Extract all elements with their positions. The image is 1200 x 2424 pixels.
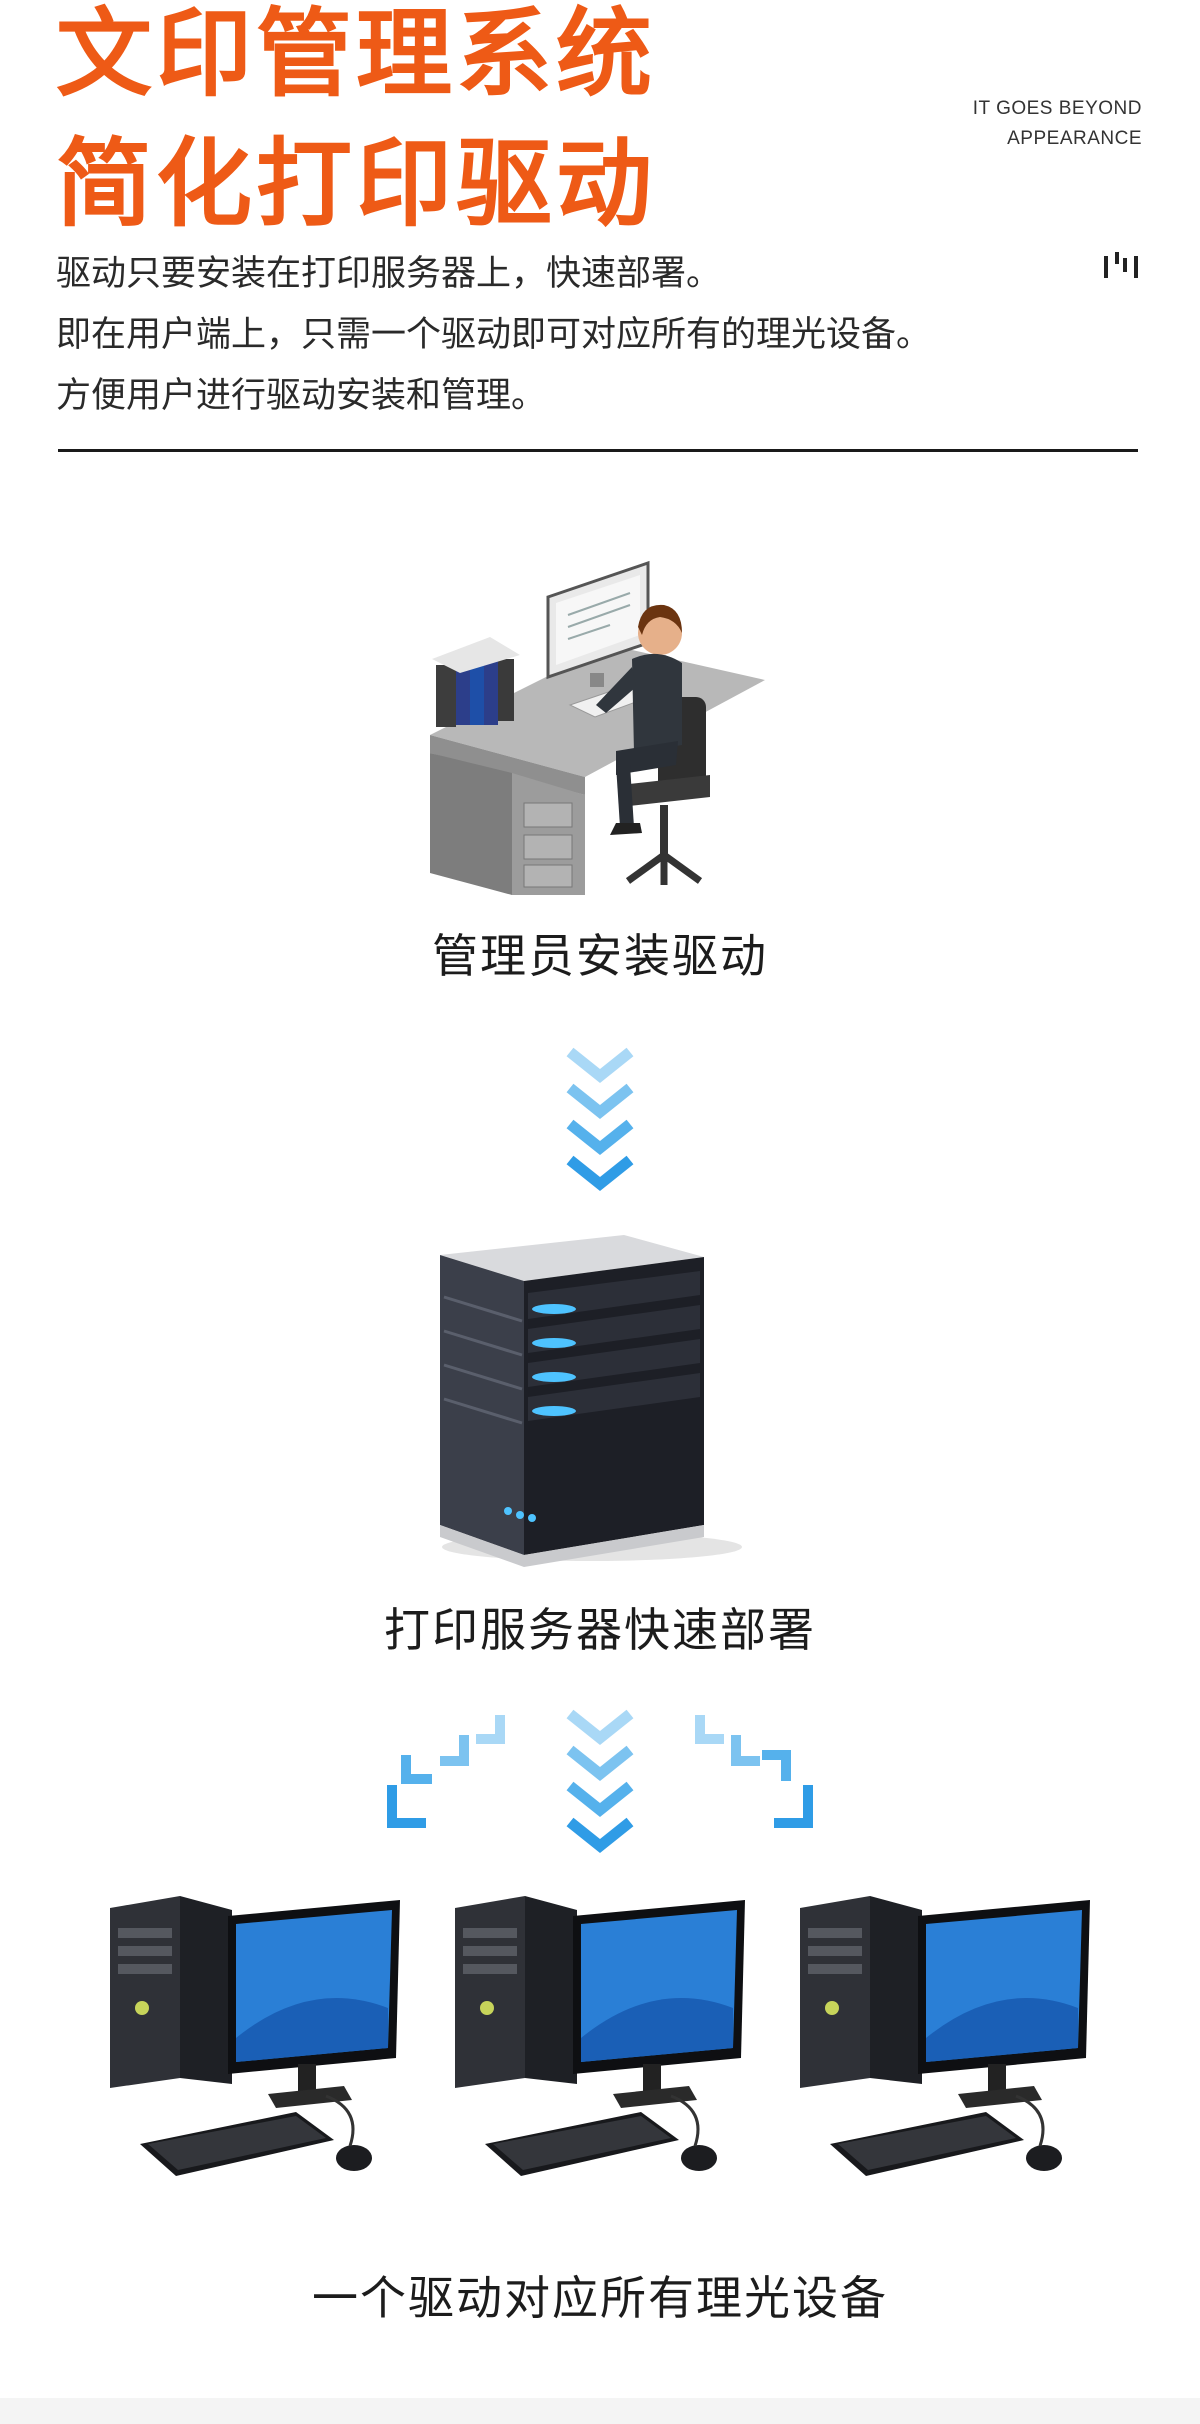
brand-mark-icon xyxy=(1104,252,1138,278)
desktop-computer-icon xyxy=(455,1896,745,2176)
page-title-line1: 文印管理系统 xyxy=(56,0,656,110)
divider xyxy=(58,449,1138,452)
step-caption-admin: 管理员安装驱动 xyxy=(432,929,768,983)
desktop-computer-icon xyxy=(110,1896,400,2176)
tagline: IT GOES BEYOND APPEARANCE xyxy=(973,94,1142,154)
print-server-icon xyxy=(440,1235,742,1567)
chevron-down-icon xyxy=(566,1047,634,1192)
tagline-line2: APPEARANCE xyxy=(1007,128,1142,149)
intro-line: 驱动只要安装在打印服务器上，快速部署。 xyxy=(56,254,722,294)
intro-text: 驱动只要安装在打印服务器上，快速部署。 即在用户端上，只需一个驱动即可对应所有的… xyxy=(56,244,931,427)
step-caption-server: 打印服务器快速部署 xyxy=(384,1603,816,1657)
step-caption-clients: 一个驱动对应所有理光设备 xyxy=(312,2271,888,2325)
arrow-down-right-icon xyxy=(695,1715,813,1828)
footer-band xyxy=(0,2398,1200,2424)
chevron-down-icon xyxy=(566,1709,634,1854)
admin-workstation-icon xyxy=(430,560,765,895)
page-title-line2: 简化打印驱动 xyxy=(56,128,656,240)
arrow-down-left-icon xyxy=(387,1715,505,1828)
desktop-computer-icon xyxy=(800,1896,1090,2176)
intro-line: 即在用户端上，只需一个驱动即可对应所有的理光设备。 xyxy=(56,315,932,355)
intro-line: 方便用户进行驱动安装和管理。 xyxy=(56,376,547,416)
tagline-line1: IT GOES BEYOND xyxy=(972,98,1142,119)
